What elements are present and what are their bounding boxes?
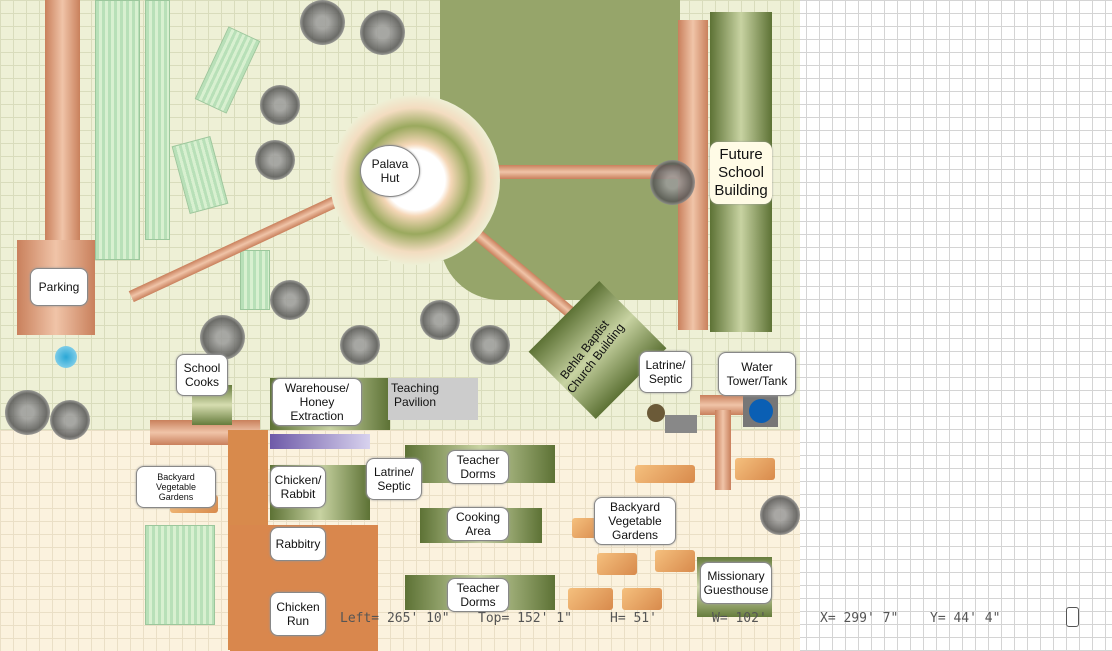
label-latrine[interactable]: Latrine/ Septic	[639, 351, 692, 393]
label-cooking-area[interactable]: Cooking Area	[447, 507, 509, 541]
garden-bed	[735, 458, 775, 480]
tree	[255, 140, 295, 180]
site-plan[interactable]: Palava Hut Future School Building Parkin…	[0, 0, 800, 651]
label-teacher-dorms[interactable]: Teacher Dorms	[447, 578, 509, 612]
tree	[50, 400, 90, 440]
readout-width: W= 102'	[712, 611, 767, 626]
tree	[260, 85, 300, 125]
label-teacher-dorms[interactable]: Teacher Dorms	[447, 450, 509, 484]
tree	[200, 315, 245, 360]
tree	[5, 390, 50, 435]
readout-x: X= 299' 7"	[820, 611, 899, 626]
readout-top: Top= 152' 1"	[478, 611, 572, 626]
garden-strip	[95, 0, 140, 260]
structure	[270, 434, 370, 449]
septic-tank	[665, 415, 697, 433]
label-school-cooks[interactable]: School Cooks	[176, 354, 228, 396]
label-teaching-pavilion[interactable]: Teaching Pavilion	[390, 381, 440, 409]
label-water-tower[interactable]: Water Tower/Tank	[718, 352, 796, 396]
water-tank-base	[743, 395, 778, 427]
label-backyard-gardens[interactable]: Backyard Vegetable Gardens	[594, 497, 676, 545]
well	[647, 404, 665, 422]
label-future-school[interactable]: Future School Building	[710, 142, 772, 204]
garden-plot	[145, 525, 215, 625]
tree	[360, 10, 405, 55]
label-rabbitry[interactable]: Rabbitry	[270, 527, 326, 561]
readout-height: H= 51'	[610, 611, 657, 626]
teaching-pavilion-building[interactable]	[388, 378, 478, 420]
zoom-slider-handle[interactable]	[1066, 607, 1079, 627]
garden-plot	[171, 136, 229, 214]
garden-bed	[635, 465, 695, 483]
readout-y: Y= 44' 4"	[930, 611, 1001, 626]
label-palava-hut[interactable]: Palava Hut	[360, 145, 420, 197]
tree	[760, 495, 800, 535]
tree	[420, 300, 460, 340]
garden-bed	[568, 588, 613, 610]
garden-strip	[145, 0, 170, 240]
path	[715, 410, 731, 490]
garden-plot	[240, 250, 270, 310]
tree	[650, 160, 695, 205]
garden-plot	[194, 26, 261, 114]
readout-left: Left= 265' 10"	[340, 611, 450, 626]
label-latrine[interactable]: Latrine/ Septic	[366, 458, 422, 500]
path	[495, 165, 680, 179]
fountain	[55, 346, 77, 368]
label-parking[interactable]: Parking	[30, 268, 88, 306]
label-chicken-run[interactable]: Chicken Run	[270, 592, 326, 636]
tree	[300, 0, 345, 45]
garden-bed	[655, 550, 695, 572]
tree	[470, 325, 510, 365]
label-warehouse[interactable]: Warehouse/ Honey Extraction	[272, 378, 362, 426]
label-missionary-guesthouse[interactable]: Missionary Guesthouse	[700, 562, 772, 604]
label-chicken-rabbit[interactable]: Chicken/ Rabbit	[270, 466, 326, 508]
tree	[340, 325, 380, 365]
garden-bed	[622, 588, 662, 610]
garden-bed	[597, 553, 637, 575]
path	[45, 0, 80, 250]
label-backyard-gardens[interactable]: Backyard Vegetable Gardens	[136, 466, 216, 508]
water-tank	[748, 399, 773, 423]
tree	[270, 280, 310, 320]
